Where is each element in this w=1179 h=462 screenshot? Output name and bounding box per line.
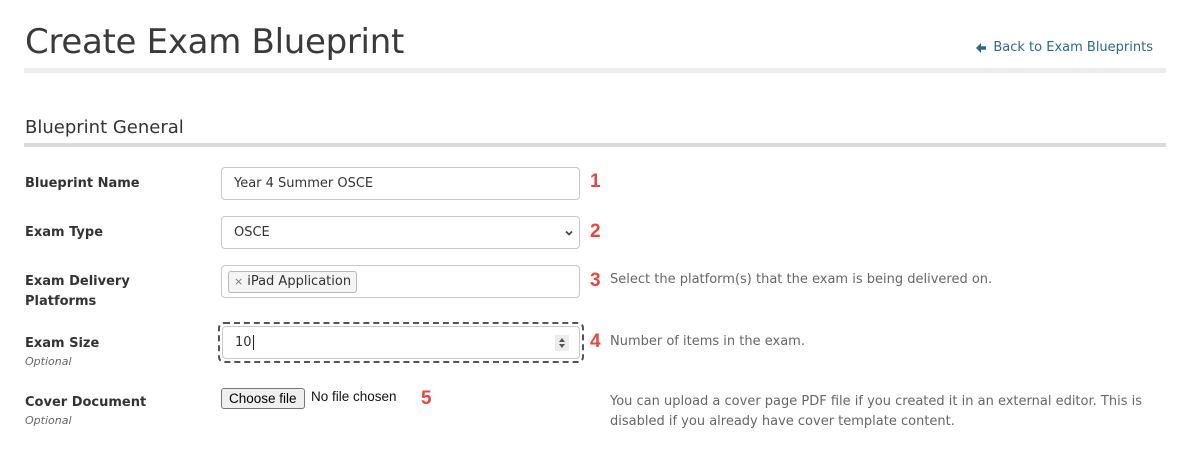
cover-document-label: Cover Document: [25, 395, 147, 410]
marker-3: 3: [590, 270, 601, 291]
arrow-left-icon: [976, 42, 987, 53]
exam-size-help: Number of items in the exam.: [610, 334, 805, 349]
delivery-platforms-help: Select the platform(s) that the exam is …: [610, 272, 993, 287]
text-cursor: [252, 335, 254, 350]
chevron-down-icon: [565, 230, 573, 236]
blueprint-name-value: Year 4 Summer OSCE: [234, 176, 374, 191]
cover-document-help-line2: disabled if you already have cover templ…: [610, 414, 955, 429]
number-spinner[interactable]: [555, 335, 569, 351]
section-divider: [24, 143, 1166, 147]
marker-5: 5: [421, 388, 432, 409]
section-title: Blueprint General: [25, 117, 184, 138]
cover-document-help-line1: You can upload a cover page PDF file if …: [610, 394, 1142, 409]
exam-size-optional: Optional: [25, 355, 72, 368]
delivery-platforms-multiselect[interactable]: × iPad Application: [221, 265, 580, 298]
exam-size-value: 10: [235, 335, 252, 350]
exam-type-select[interactable]: OSCE: [221, 216, 580, 249]
delivery-platforms-label-line2: Platforms: [25, 294, 97, 309]
file-status: No file chosen: [311, 389, 397, 404]
blueprint-name-input[interactable]: Year 4 Summer OSCE: [221, 167, 580, 200]
marker-4: 4: [590, 331, 601, 352]
spinner-up-icon[interactable]: [559, 338, 565, 342]
choose-file-button[interactable]: Choose file: [221, 388, 305, 409]
platform-tag-label: iPad Application: [247, 274, 352, 289]
focus-ring: [218, 322, 584, 363]
exam-size-label: Exam Size: [25, 336, 100, 351]
cover-document-help: You can upload a cover page PDF file if …: [610, 392, 1142, 432]
blueprint-name-label: Blueprint Name: [25, 176, 140, 191]
delivery-platforms-label: Exam Delivery Platforms: [25, 272, 130, 312]
back-link-label: Back to Exam Blueprints: [993, 40, 1153, 55]
exam-type-label: Exam Type: [25, 225, 104, 240]
back-to-blueprints-link[interactable]: Back to Exam Blueprints: [975, 40, 1153, 55]
marker-2: 2: [590, 221, 601, 242]
spinner-down-icon[interactable]: [559, 344, 565, 348]
marker-1: 1: [590, 171, 601, 192]
cover-document-optional: Optional: [25, 414, 72, 427]
delivery-platforms-label-line1: Exam Delivery: [25, 274, 130, 289]
exam-size-input[interactable]: 10: [222, 326, 580, 359]
remove-tag-icon[interactable]: ×: [234, 275, 244, 288]
exam-type-value: OSCE: [234, 225, 270, 240]
page-title: Create Exam Blueprint: [25, 22, 404, 62]
title-divider: [24, 68, 1166, 73]
platform-tag: × iPad Application: [228, 270, 358, 293]
